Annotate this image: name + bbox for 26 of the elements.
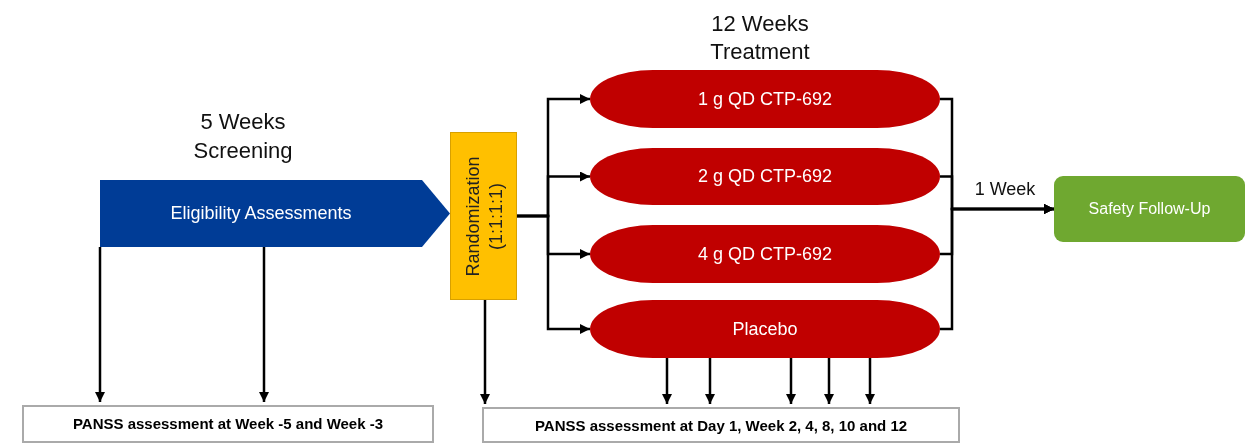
assessment-box (22, 405, 434, 443)
node-label: Randomization (1:1:1:1) (461, 154, 506, 279)
assessment-box (482, 407, 960, 443)
arrow (865, 358, 875, 404)
node-label: Placebo (732, 318, 798, 340)
arrow (940, 204, 1054, 331)
arrow (259, 247, 269, 402)
duration-label: 1 Week (973, 178, 1037, 201)
arrow (705, 358, 715, 404)
arrow (662, 358, 672, 404)
follow-up-box (1054, 176, 1245, 242)
arrow (480, 300, 490, 404)
node-label: 1 g QD CTP-692 (697, 88, 833, 110)
arrow (95, 247, 105, 402)
phase-heading: 5 Weeks Screening (192, 108, 294, 165)
assessment-text: PANSS assessment at Day 1, Week 2, 4, 8, 10 and 12 (534, 417, 908, 434)
node-label: Safety Follow-Up (1088, 200, 1211, 218)
assessment-text: PANSS assessment at Week -5 and Week -3 (72, 415, 384, 432)
node-label: 4 g QD CTP-692 (697, 243, 833, 265)
randomization-box (450, 132, 517, 300)
node-label: 2 g QD CTP-692 (697, 166, 833, 187)
phase-heading: 12 Weeks Treatment (709, 10, 811, 65)
arrow (517, 214, 590, 334)
node-label: Eligibility Assessments (170, 203, 352, 224)
arrow (786, 358, 796, 404)
arrow (824, 358, 834, 404)
